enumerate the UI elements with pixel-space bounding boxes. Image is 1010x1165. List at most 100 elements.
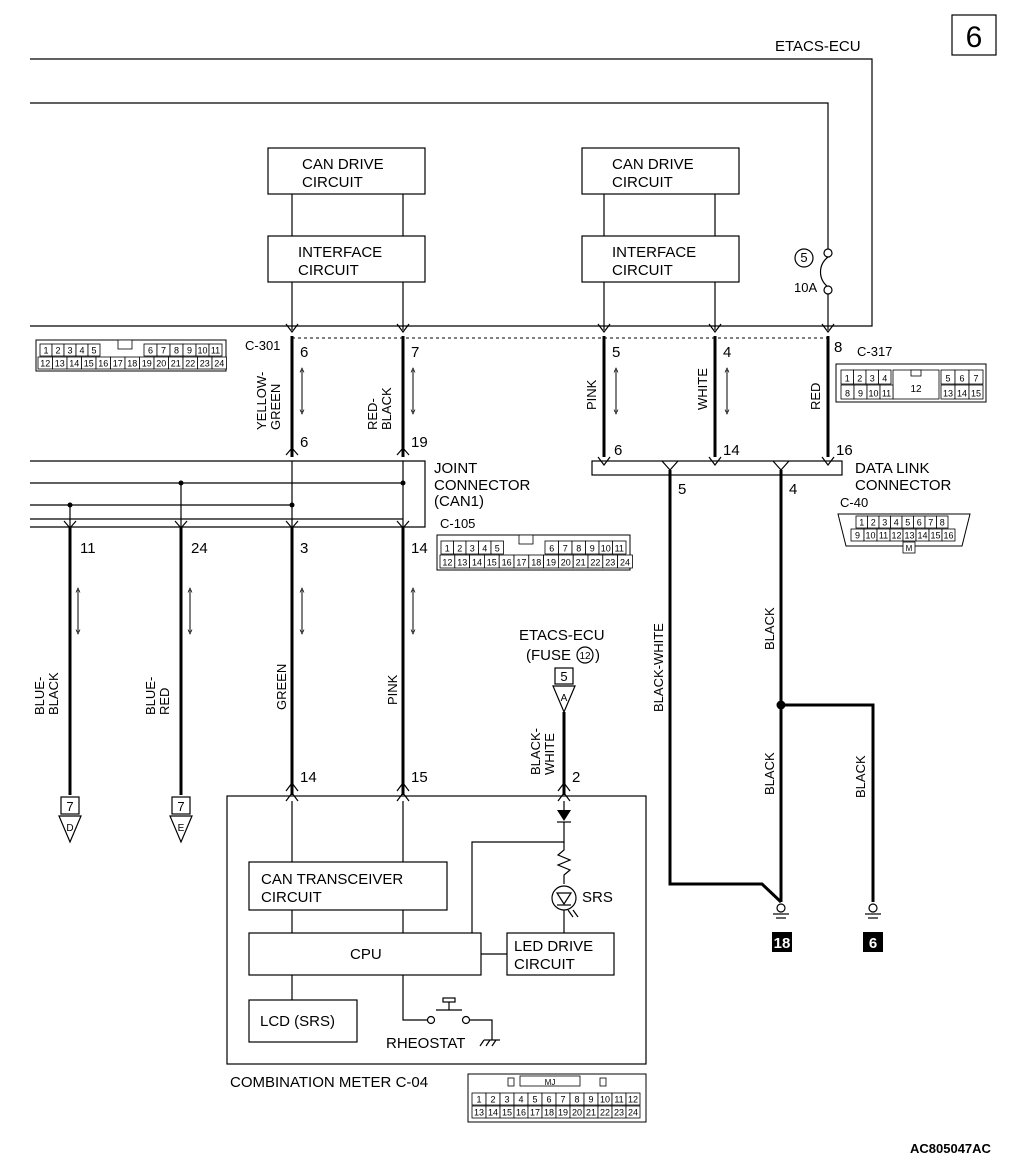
c40-r1-pin: 7 [928,518,933,528]
c40-r1-pin: 3 [882,518,887,528]
c105-r2-pin: 20 [561,558,571,568]
c04-r2-pin: 23 [614,1108,624,1118]
dlc-pin-4: 4 [789,481,797,498]
can-drive-circuit-1: CAN DRIVE CIRCUIT [267,147,426,195]
wire-pink: PINK [584,379,599,410]
c04-r1-pin: 8 [574,1095,579,1105]
c301-pin-6: 6 [300,344,308,361]
c105-r1-pin: 5 [495,544,500,554]
c40-r2-pin: 9 [855,531,860,541]
c105-r1-pin: 10 [601,544,611,554]
c301-r2-pin: 20 [156,359,166,369]
c40-r2-pin: 16 [943,531,953,541]
splice-point [776,700,786,710]
c04-r1-pin: 9 [588,1095,593,1105]
c317-r2-pin: 8 [845,389,850,399]
meter-pin-15: 15 [411,769,428,786]
dlc-pin-14: 14 [723,442,740,459]
svg-text:M: M [906,544,913,553]
c105-r2-pin: 18 [531,558,541,568]
c105-r2-pin: 24 [620,558,630,568]
ground-18: 18 [772,903,792,952]
svg-text:(CAN1): (CAN1) [434,493,484,510]
c301-r2-pin: 21 [171,359,181,369]
c40-r1-cell [936,515,949,529]
c04-r2-pin: 14 [488,1108,498,1118]
combination-meter-label: COMBINATION METER C-04 [230,1074,428,1091]
meter-pin-14: 14 [300,769,317,786]
c40-r1-pin: 1 [859,518,864,528]
c105-r2-pin: 16 [502,558,512,568]
c105-r2-pin: 17 [516,558,526,568]
c04-r1-pin: 7 [560,1095,565,1105]
c04-r2-pin: 17 [530,1108,540,1118]
c105-r1-pin: 1 [445,544,450,554]
can-drive-circuit-2: CAN DRIVE CIRCUIT [581,147,740,195]
c40-r2-pin: 10 [865,531,875,541]
c301-pin-4: 4 [723,344,731,361]
c301-terminal-arrows [285,323,835,333]
svg-text:MJ: MJ [545,1078,556,1087]
c301-r2-pin: 23 [200,359,210,369]
svg-text:12: 12 [579,651,591,662]
c40-r1-pin: 2 [871,518,876,528]
svg-text:LED DRIVE: LED DRIVE [514,938,593,955]
wire-yellow-green: YELLOW-GREEN [254,372,283,430]
c105-r2-cell [617,554,633,569]
c40-r1-pin: 6 [917,518,922,528]
c317-r2-pin: 13 [943,389,953,399]
c301-r1-pin: 1 [43,346,48,356]
wire-pink-lower: PINK [385,674,400,705]
c301-r2-pin: 12 [40,359,50,369]
c301-r1-pin: 5 [91,346,96,356]
c301-pin-7: 7 [411,344,419,361]
c40-r2-pin: 15 [930,531,940,541]
c04-r2-cell [625,1105,641,1119]
c301-r1-cell [87,343,101,357]
svg-text:CIRCUIT: CIRCUIT [514,956,575,973]
c40-label: C-40 [840,495,868,510]
c301-r2-pin: 14 [69,359,79,369]
wire-green: GREEN [274,664,289,710]
interface-circuit-1: INTERFACE CIRCUIT [267,235,426,283]
svg-text:6: 6 [869,935,877,952]
c105-r2-pin: 21 [576,558,586,568]
wire-black-white: BLACK-WHITE [651,623,666,712]
combination-meter: SRS CAN TRANSCEIVER CIRCUIT CPU LED DRIV… [226,782,647,1065]
svg-text:12: 12 [910,384,922,395]
c40-r1-pin: 8 [940,518,945,528]
data-link-connector: DATA LINK CONNECTOR [591,456,952,494]
svg-text:RHEOSTAT: RHEOSTAT [386,1035,465,1052]
c04-r1-pin: 4 [518,1095,523,1105]
joint-pin-24: 24 [191,540,208,557]
c04-r2-pin: 15 [502,1108,512,1118]
c04-r1-pin: 2 [490,1095,495,1105]
c04-r2-pin: 21 [586,1108,596,1118]
c04-r2-pin: 24 [628,1108,638,1118]
c04-r2-pin: 18 [544,1108,554,1118]
c301-r1-pin: 6 [148,346,153,356]
interface-circuit-2: INTERFACE CIRCUIT [581,235,740,283]
svg-text:CONNECTOR: CONNECTOR [855,477,952,494]
svg-text:CIRCUIT: CIRCUIT [612,174,673,191]
svg-text:CAN DRIVE: CAN DRIVE [612,156,694,173]
c105-r1-pin: 2 [457,544,462,554]
svg-text:INTERFACE: INTERFACE [298,244,382,261]
c105-label: C-105 [440,516,475,531]
svg-text:CPU: CPU [350,946,382,963]
joint-pin-11: 11 [80,540,96,557]
c317-r1-pin: 2 [857,374,862,384]
ground-6: 6 [863,903,883,952]
c317-r1-pin: 1 [845,374,850,384]
svg-text:CAN TRANSCEIVER: CAN TRANSCEIVER [261,871,403,888]
c317-r1-pin: 5 [945,374,950,384]
c317-r1-pin: 7 [973,374,978,384]
etacs-ecu-label: ETACS-ECU [775,38,861,55]
c301-r2-pin: 22 [185,359,195,369]
dlc-pin-6: 6 [614,442,622,459]
c301-r1-cell [208,343,223,357]
c301-r2-pin: 17 [113,359,123,369]
